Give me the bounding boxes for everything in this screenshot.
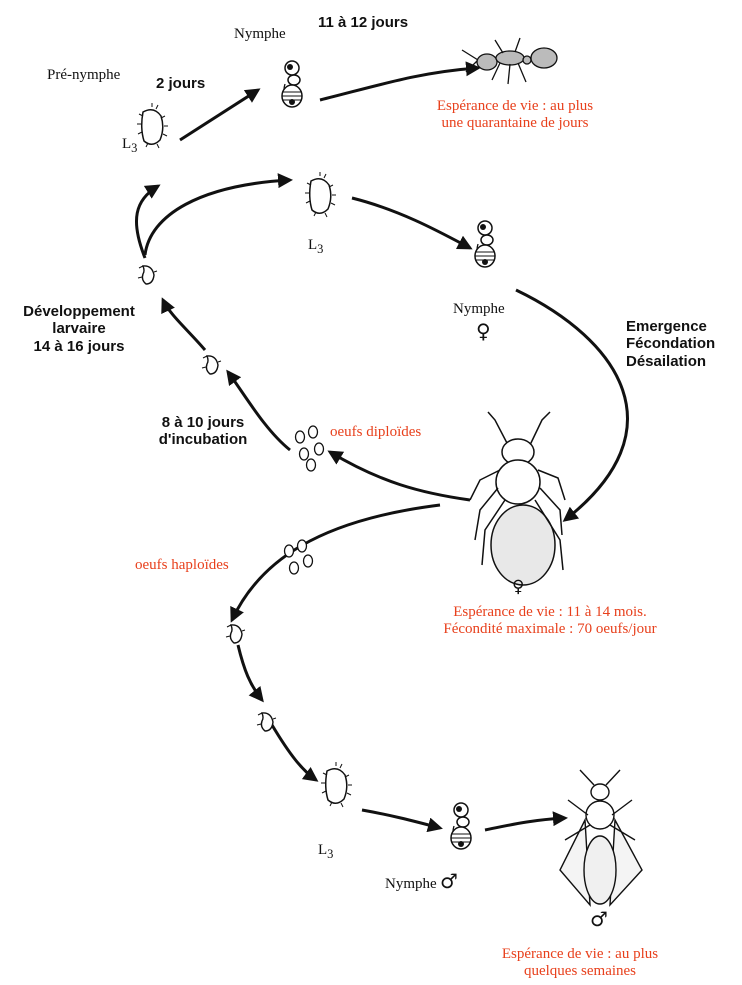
worker-ant-icon xyxy=(461,37,558,85)
dev-line-3: 14 à 16 jours xyxy=(33,337,125,355)
larva-l3-middle-icon xyxy=(304,171,337,218)
l3-letter: L xyxy=(122,136,132,152)
haploid-eggs-label: oeufs haploïdes xyxy=(135,557,229,573)
emergence-line-3: Désailation xyxy=(626,352,707,370)
nymph-female-icon xyxy=(474,220,496,268)
incubation-label: 8 à 10 jours d'incubation xyxy=(128,414,278,449)
larval-development-label: Développement larvaire 14 à 16 jours xyxy=(0,303,158,355)
male-life-expectancy: Espérance de vie : au plus quelques sema… xyxy=(460,946,700,981)
nymph-female-label: Nymphe xyxy=(453,301,505,317)
adult-male-symbol-icon: ♂ xyxy=(590,907,608,931)
queen-female-symbol-icon: ♀ xyxy=(512,577,525,597)
l3-top-label: L3 xyxy=(122,136,137,155)
queen-life-line-2: Fécondité maximale : 70 oeufs/jour xyxy=(443,621,657,638)
queen-ant-icon xyxy=(469,411,566,586)
male-symbol-icon: ♂ xyxy=(440,869,458,893)
incubation-line-1: 8 à 10 jours xyxy=(161,414,245,431)
l3-middle-label: L3 xyxy=(308,237,323,256)
young-larva-icon xyxy=(137,265,158,285)
male-life-line-2: quelques semaines xyxy=(523,963,637,980)
l3-subscript: 3 xyxy=(131,141,138,155)
queen-life-expectancy: Espérance de vie : 11 à 14 mois. Fécondi… xyxy=(380,604,720,639)
l3-subscript: 3 xyxy=(327,847,334,861)
l3-bottom-label: L3 xyxy=(318,842,333,861)
larva-l3-top-icon xyxy=(136,102,169,149)
worker-life-line-1: Espérance de vie : au plus xyxy=(436,98,594,114)
emergence-label: Emergence Fécondation Désailation xyxy=(626,318,715,370)
female-symbol-icon: ♀ xyxy=(476,319,491,343)
male-ant-icon xyxy=(559,769,643,908)
haploid-eggs-icon xyxy=(283,539,314,575)
larva-l3-bottom-icon xyxy=(320,761,353,808)
cycle-arrows xyxy=(134,61,629,833)
nymph-male-label: Nymphe xyxy=(385,876,437,892)
nymph-worker-icon xyxy=(281,60,303,108)
nymph-top-label: Nymphe xyxy=(234,26,286,42)
diploid-eggs-icon xyxy=(294,425,325,472)
emergence-line-2: Fécondation xyxy=(626,335,716,353)
worker-life-expectancy: Espérance de vie : au plus une quarantai… xyxy=(380,98,650,133)
nymph-male-icon xyxy=(450,802,472,850)
duration-11-12-days: 11 à 12 jours xyxy=(318,14,409,31)
small-larva-icon xyxy=(201,355,222,375)
small-larva-male-1-icon xyxy=(225,624,246,644)
diploid-eggs-label: oeufs diploïdes xyxy=(330,424,422,440)
dev-line-2: larvaire xyxy=(52,320,106,338)
queen-life-line-1: Espérance de vie : 11 à 14 mois. xyxy=(453,604,647,620)
emergence-line-1: Emergence xyxy=(626,318,707,335)
duration-2-days: 2 jours xyxy=(156,75,206,92)
pre-nymph-label: Pré-nymphe xyxy=(47,67,121,83)
dev-line-1: Développement xyxy=(23,303,135,320)
l3-letter: L xyxy=(308,237,318,253)
worker-life-line-2: une quarantaine de jours xyxy=(441,115,589,132)
incubation-line-2: d'incubation xyxy=(158,431,248,449)
male-life-line-1: Espérance de vie : au plus xyxy=(501,946,659,962)
l3-subscript: 3 xyxy=(317,242,324,256)
l3-letter: L xyxy=(318,842,328,858)
